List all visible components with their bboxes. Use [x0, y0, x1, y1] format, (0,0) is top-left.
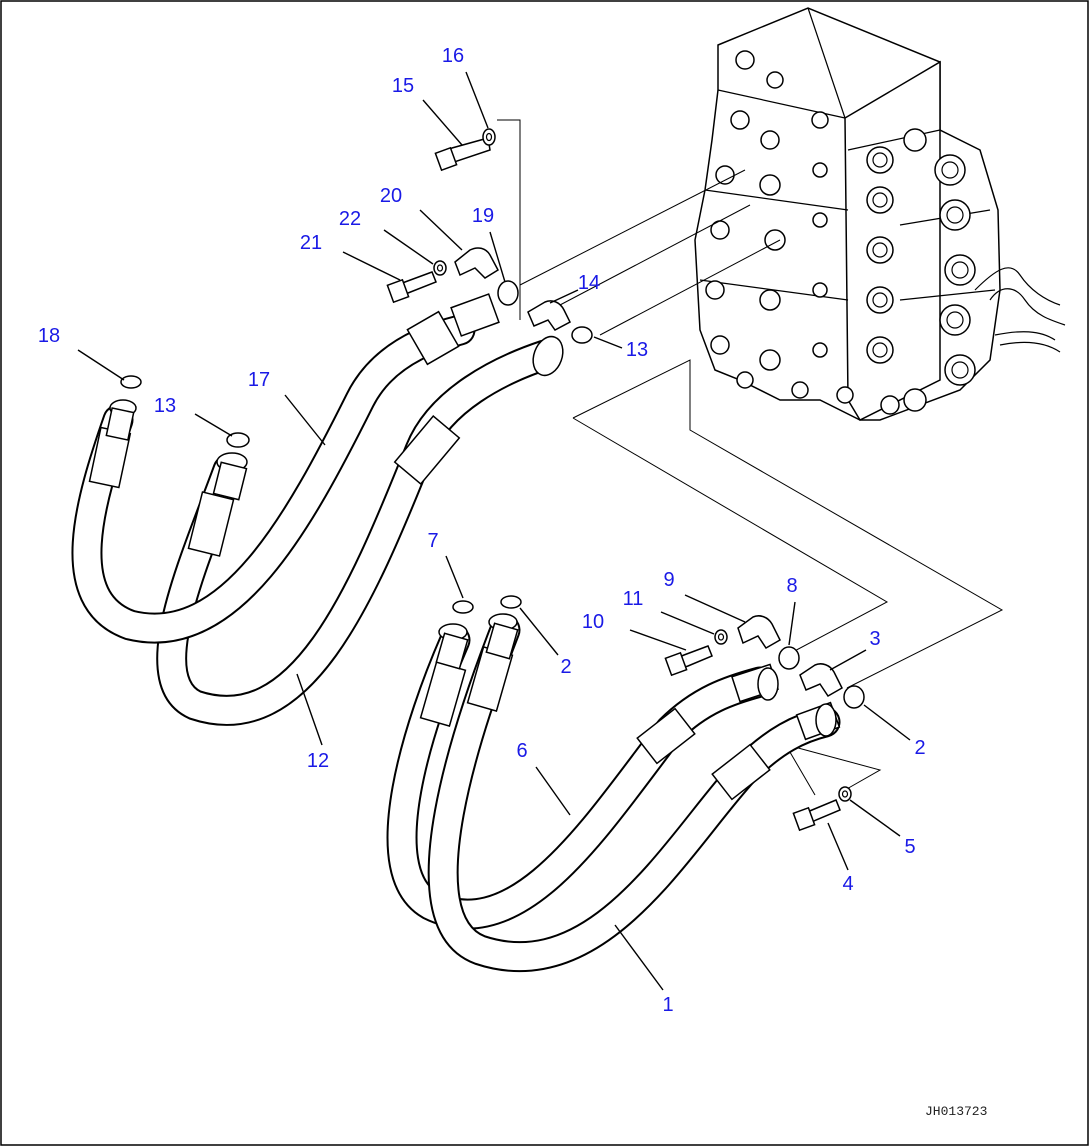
callout-4: 4: [842, 873, 853, 895]
callout-20: 20: [380, 185, 402, 207]
callout-3: 3: [869, 628, 880, 650]
callout-2: 2: [914, 737, 925, 759]
drawing-code: JH013723: [925, 1104, 987, 1119]
o-ring-2-right: [843, 685, 865, 709]
callout-7: 7: [427, 530, 438, 552]
washer-22: [433, 260, 447, 276]
o-ring-13-left: [226, 432, 250, 448]
leader-lines: [77, 71, 911, 991]
callout-18: 18: [38, 325, 60, 347]
callout-6: 6: [516, 740, 527, 762]
callout-14: 14: [578, 272, 600, 294]
o-ring-2-left: [500, 595, 522, 609]
control-valve-assembly: [694, 7, 1066, 421]
o-ring-13-top: [571, 326, 593, 344]
bolt-10: [664, 645, 713, 677]
callout-9: 9: [663, 569, 674, 591]
callout-8: 8: [786, 575, 797, 597]
washer-16: [482, 128, 496, 146]
callout-1: 1: [662, 994, 673, 1016]
split-flange-14: [527, 300, 571, 331]
callout-12: 12: [307, 750, 329, 772]
callout-17: 17: [248, 369, 270, 391]
callout-22: 22: [339, 208, 361, 230]
washer-5: [838, 786, 852, 802]
valve-spool-caps: [866, 128, 976, 412]
hose-end-fittings-left: [105, 293, 564, 501]
hose-6: [386, 624, 776, 930]
hose-17: [71, 314, 476, 644]
callout-10: 10: [582, 611, 604, 633]
hose-sleeves-right: [419, 646, 771, 801]
split-flange-20: [454, 247, 499, 279]
callout-11: 11: [623, 588, 644, 610]
washer-11: [714, 629, 728, 645]
callout-19: 19: [472, 205, 494, 227]
o-ring-8: [778, 646, 800, 670]
bolt-21: [386, 271, 437, 304]
callout-13: 13: [626, 339, 648, 361]
split-flange-3: [799, 663, 843, 697]
callout-16: 16: [442, 45, 464, 67]
bolt-4: [792, 799, 841, 832]
o-ring-18: [120, 375, 142, 389]
callout-21: 21: [300, 232, 322, 254]
callout-15: 15: [392, 75, 414, 97]
callout-2: 2: [560, 656, 571, 678]
valve-port-fittings: [705, 50, 900, 415]
split-flange-9: [737, 615, 781, 649]
hose-end-fittings-right: [435, 613, 841, 741]
o-ring-7: [452, 600, 474, 614]
callout-5: 5: [904, 836, 915, 858]
callout-13: 13: [154, 395, 176, 417]
o-ring-19: [497, 280, 519, 306]
bolt-15: [434, 137, 491, 172]
projection-lines: [497, 119, 1004, 796]
